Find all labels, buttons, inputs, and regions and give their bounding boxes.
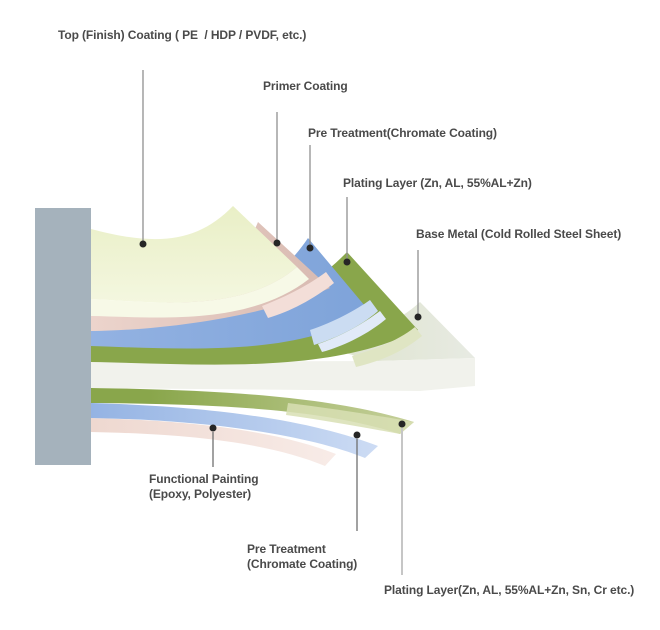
label-base-metal: Base Metal (Cold Rolled Steel Sheet) <box>416 227 622 241</box>
dot-pretreatment-top <box>306 244 314 252</box>
dot-base-metal <box>414 313 422 321</box>
dot-plating-bottom <box>398 420 406 428</box>
plating-layer-edge <box>352 327 422 367</box>
pretreatment-layer-edge <box>310 300 378 345</box>
label-primer-coating: Primer Coating <box>263 79 348 93</box>
bottom-pretreatment-layer <box>91 403 378 458</box>
pretreatment-layer-edge2 <box>318 311 386 352</box>
functional-painting-layer <box>91 418 336 466</box>
bottom-plating-layer <box>91 388 414 434</box>
label-pretreatment-bottom: Pre Treatment (Chromate Coating) <box>247 542 357 572</box>
label-pretreatment-bottom-line2: (Chromate Coating) <box>247 557 358 571</box>
label-pretreatment-top: Pre Treatment(Chromate Coating) <box>308 126 497 140</box>
dot-plating-top <box>343 258 351 266</box>
label-functional-painting-line1: Functional Painting <box>149 472 259 486</box>
dot-primer <box>273 239 281 247</box>
label-top-coating: Top (Finish) Coating ( PE / HDP / PVDF, … <box>58 28 307 42</box>
bottom-plating-underside-edge <box>286 403 414 434</box>
dot-pretreatment-bottom <box>353 431 361 439</box>
label-pretreatment-bottom-line1: Pre Treatment <box>247 542 326 556</box>
top-coating-front-edge <box>91 267 309 318</box>
steel-sheet-edge-bar <box>35 208 91 465</box>
top-coating-layer <box>91 206 297 303</box>
dot-top-coating <box>139 240 147 248</box>
label-functional-painting: Functional Painting (Epoxy, Polyester) <box>149 472 259 502</box>
primer-layer-edge <box>262 272 334 318</box>
base-metal-front-face <box>91 358 475 391</box>
label-plating-layer-bottom: Plating Layer(Zn, AL, 55%AL+Zn, Sn, Cr e… <box>384 583 635 597</box>
label-plating-layer-top: Plating Layer (Zn, AL, 55%AL+Zn) <box>343 176 532 190</box>
dot-functional-painting <box>209 424 217 432</box>
label-functional-painting-line2: (Epoxy, Polyester) <box>149 487 252 501</box>
